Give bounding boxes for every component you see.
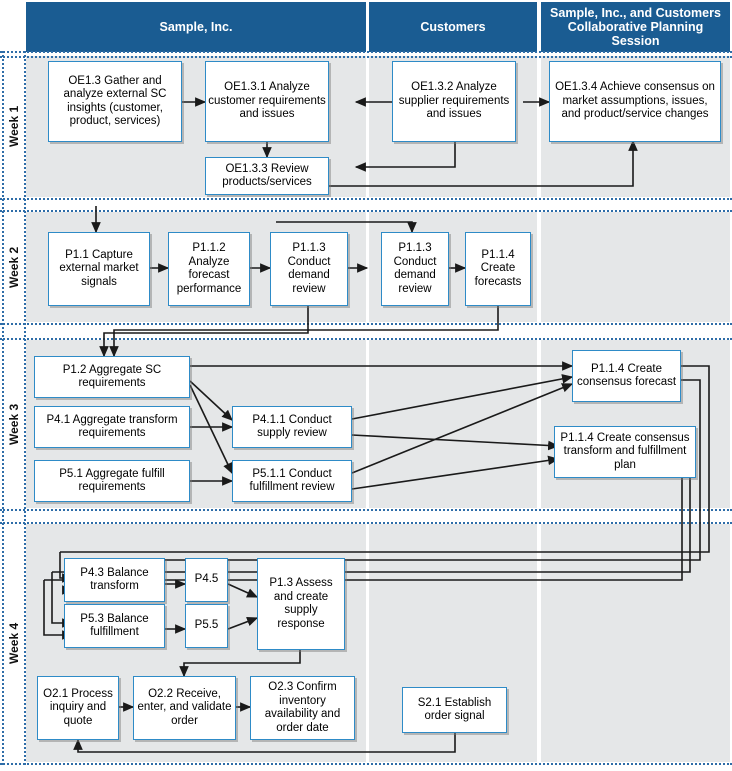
node-p43[interactable]: P4.3 Balance transform — [64, 558, 165, 602]
row-separator-header-week1-a — [0, 51, 732, 53]
node-p411[interactable]: P4.1.1 Conduct supply review — [232, 406, 352, 448]
node-o22-label: O2.2 Receive, enter, and validate order — [137, 687, 232, 727]
node-o23[interactable]: O2.3 Confirm inventory availability and … — [250, 676, 355, 740]
node-p113-sample-label: P1.1.3 Conduct demand review — [287, 242, 331, 295]
node-oe131[interactable]: OE1.3.1 Analyze customer requirements an… — [205, 61, 329, 142]
week-gutter-rail-left — [2, 51, 4, 765]
node-p43-label: P4.3 Balance transform — [80, 566, 149, 593]
row-separator-header-week1-b — [0, 56, 732, 58]
row-separator-week3-week4-a — [0, 509, 732, 511]
node-p113-customers-label: P1.1.3 Conduct demand review — [393, 242, 437, 295]
node-p13[interactable]: P1.3 Assess and create supply response — [257, 558, 345, 650]
node-oe13[interactable]: OE1.3 Gather and analyze external SC ins… — [48, 61, 182, 142]
node-p45-label: P4.5 — [194, 573, 219, 586]
node-oe134-label: OE1.3.4 Achieve consensus on market assu… — [555, 81, 715, 121]
row-label-week1-text: Week 1 — [7, 105, 21, 148]
row-separator-bottom — [0, 763, 732, 765]
node-p55[interactable]: P5.5 — [185, 604, 228, 648]
row-separator-week1-week2-a — [0, 198, 732, 200]
node-p55-label: P5.5 — [194, 619, 219, 632]
lane-week4-collab — [541, 524, 730, 762]
row-label-week4: Week 4 — [4, 524, 24, 762]
node-p45[interactable]: P4.5 — [185, 558, 228, 602]
node-p13-label: P1.3 Assess and create supply response — [269, 577, 333, 630]
lane-week2-collab — [541, 212, 730, 322]
node-p11-label: P1.1 Capture external market signals — [59, 248, 139, 288]
node-p114-label: P1.1.4 Create forecasts — [474, 248, 522, 288]
node-oe13-label: OE1.3 Gather and analyze external SC ins… — [63, 74, 167, 128]
node-oe133[interactable]: OE1.3.3 Review products/services — [205, 157, 329, 195]
column-header-customers-label: Customers — [420, 20, 486, 34]
node-p112-label: P1.1.2 Analyze forecast performance — [176, 242, 242, 295]
row-label-week1: Week 1 — [4, 56, 24, 197]
row-label-week2-text: Week 2 — [7, 246, 21, 288]
node-p51-label: P5.1 Aggregate fulfill requirements — [59, 467, 165, 494]
node-p41-label: P4.1 Aggregate transform requirements — [46, 413, 178, 440]
row-separator-week2-week3-a — [0, 323, 732, 325]
column-header-sample: Sample, Inc. — [26, 2, 366, 52]
node-o23-label: O2.3 Confirm inventory availability and … — [264, 681, 341, 734]
node-p114-consensus-forecast[interactable]: P1.1.4 Create consensus forecast — [572, 350, 681, 402]
node-p411-label: P4.1.1 Conduct supply review — [252, 413, 332, 440]
node-o21-label: O2.1 Process inquiry and quote — [43, 687, 113, 727]
week-gutter-rail-right — [24, 51, 26, 765]
node-p11[interactable]: P1.1 Capture external market signals — [48, 232, 150, 306]
row-separator-week2-week3-b — [0, 338, 732, 340]
column-header-sample-label: Sample, Inc. — [159, 20, 233, 34]
column-header-collaborative: Sample, Inc., and Customers Collaborativ… — [541, 2, 730, 52]
column-header-collaborative-label: Sample, Inc., and Customers Collaborativ… — [550, 6, 721, 48]
row-label-week2: Week 2 — [4, 212, 24, 322]
node-p511[interactable]: P5.1.1 Conduct fulfillment review — [232, 460, 352, 502]
node-p114-consensus-plan-label: P1.1.4 Create consensus transform and fu… — [560, 431, 690, 471]
node-p114-consensus-forecast-label: P1.1.4 Create consensus forecast — [576, 362, 677, 389]
row-separator-week1-week2-b — [0, 210, 732, 212]
node-p41[interactable]: P4.1 Aggregate transform requirements — [34, 406, 190, 448]
node-o21[interactable]: O2.1 Process inquiry and quote — [37, 676, 119, 740]
node-p112[interactable]: P1.1.2 Analyze forecast performance — [168, 232, 250, 306]
column-header-customers: Customers — [369, 2, 537, 52]
node-p12-label: P1.2 Aggregate SC requirements — [62, 363, 162, 390]
lane-week3-customers — [369, 340, 537, 508]
node-p511-label: P5.1.1 Conduct fulfillment review — [249, 467, 335, 494]
node-p113-customers[interactable]: P1.1.3 Conduct demand review — [381, 232, 449, 306]
node-p53[interactable]: P5.3 Balance fulfillment — [64, 604, 165, 648]
node-oe134[interactable]: OE1.3.4 Achieve consensus on market assu… — [549, 61, 721, 142]
node-p114[interactable]: P1.1.4 Create forecasts — [465, 232, 531, 306]
node-s21[interactable]: S2.1 Establish order signal — [402, 687, 507, 733]
node-oe131-label: OE1.3.1 Analyze customer requirements an… — [208, 81, 326, 121]
row-label-week4-text: Week 4 — [7, 622, 21, 664]
node-p12[interactable]: P1.2 Aggregate SC requirements — [34, 356, 190, 398]
row-label-week3: Week 3 — [4, 340, 24, 508]
node-s21-label: S2.1 Establish order signal — [417, 696, 492, 723]
node-o22[interactable]: O2.2 Receive, enter, and validate order — [133, 676, 236, 740]
node-p114-consensus-plan[interactable]: P1.1.4 Create consensus transform and fu… — [554, 426, 696, 478]
node-p53-label: P5.3 Balance fulfillment — [80, 612, 149, 639]
node-oe133-label: OE1.3.3 Review products/services — [222, 162, 312, 189]
node-oe132-label: OE1.3.2 Analyze supplier requirements an… — [398, 81, 510, 121]
node-p113-sample[interactable]: P1.1.3 Conduct demand review — [270, 232, 348, 306]
row-label-week3-text: Week 3 — [7, 403, 21, 445]
node-p51[interactable]: P5.1 Aggregate fulfill requirements — [34, 460, 190, 502]
node-oe132[interactable]: OE1.3.2 Analyze supplier requirements an… — [392, 61, 516, 142]
row-separator-week3-week4-b — [0, 522, 732, 524]
